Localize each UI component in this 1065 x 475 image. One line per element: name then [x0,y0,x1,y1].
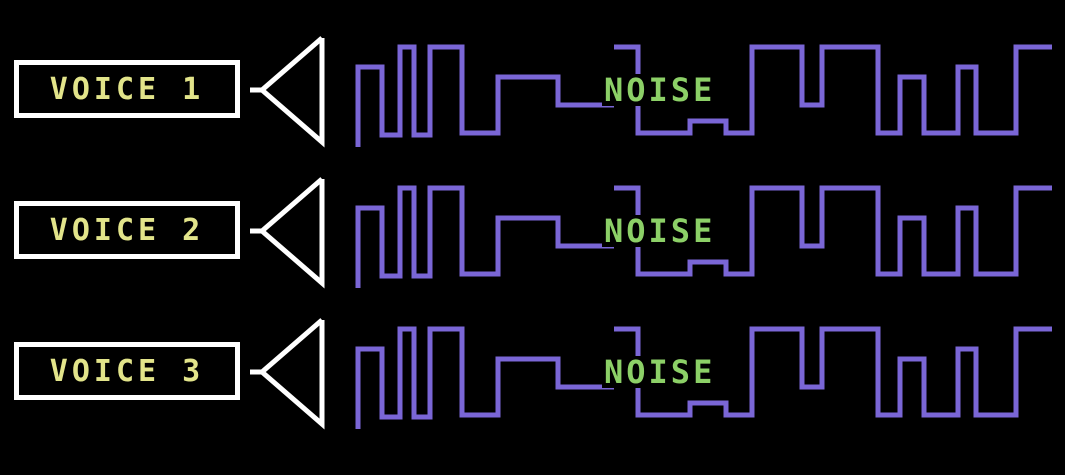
square-wave-icon [355,44,1052,147]
voice-label-1: VOICE 1 [49,71,205,107]
speaker-horn-icon [250,318,325,430]
noise-label-1: NOISE [602,71,718,109]
voice-box-1: VOICE 1 [14,60,240,118]
speaker-horn-icon [250,36,325,148]
square-wave-icon [355,326,1052,429]
noise-label-3: NOISE [602,353,718,391]
noise-label-2: NOISE [602,212,718,250]
speaker-horn-icon [250,177,325,289]
voice-label-2: VOICE 2 [49,212,205,248]
voice-box-3: VOICE 3 [14,342,240,400]
voice-box-2: VOICE 2 [14,201,240,259]
voice-row-2: VOICE 2 NOISE [0,177,1065,321]
voice-label-3: VOICE 3 [49,353,205,389]
voice-row-1: VOICE 1 NOISE [0,36,1065,180]
square-wave-icon [355,185,1052,288]
voice-row-3: VOICE 3 NOISE [0,318,1065,462]
